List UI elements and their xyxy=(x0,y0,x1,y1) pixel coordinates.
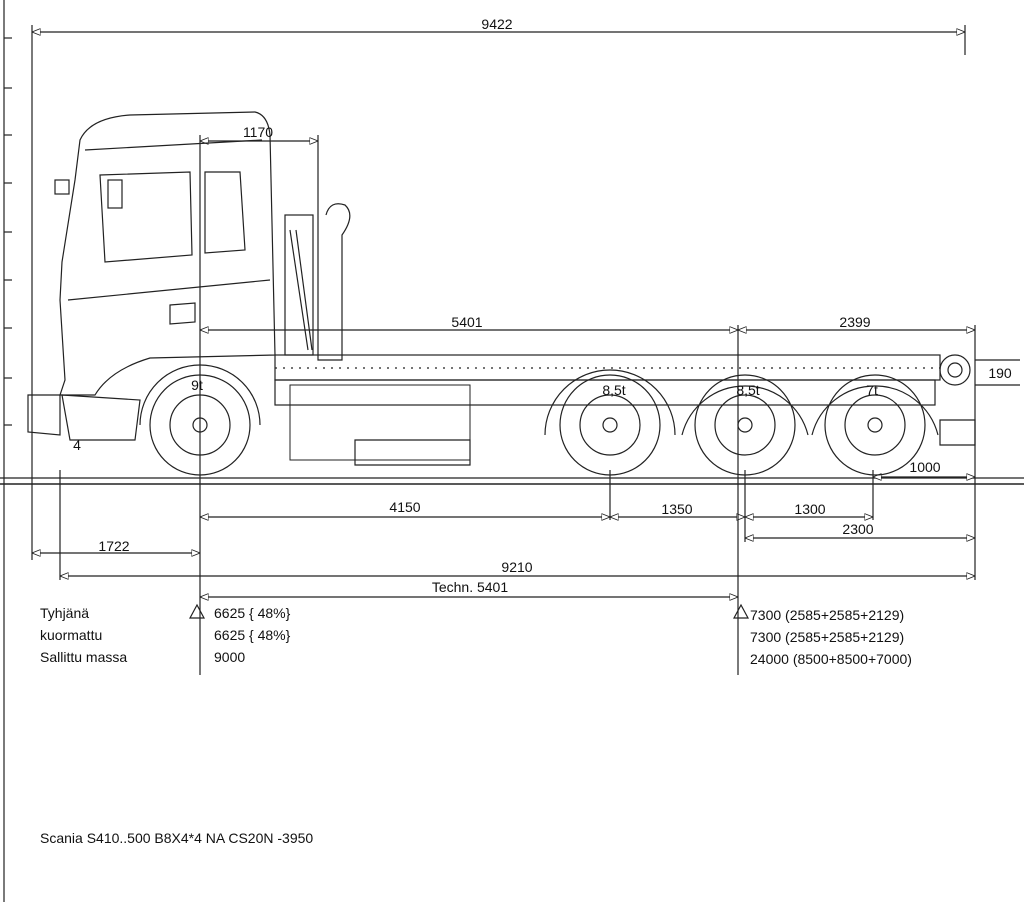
wheels xyxy=(139,364,939,476)
rear-axle-weights: 7300 (2585+2585+2129) 7300 (2585+2585+21… xyxy=(750,604,912,670)
front-weight: 6625 { 48%} xyxy=(214,605,291,621)
dim-rear-overhang-frame: 1000 xyxy=(909,459,940,475)
hook-lift xyxy=(284,203,351,361)
dim-body-length: 5401 xyxy=(451,314,482,330)
axle-load-3: 8,5t xyxy=(736,382,759,398)
axle-load-1: 9t xyxy=(191,377,203,393)
truck-cab xyxy=(27,111,276,441)
extension-lines xyxy=(31,25,1020,675)
chassis-frame xyxy=(274,354,976,466)
dim-technical-wheelbase: Techn. 5401 xyxy=(432,579,508,595)
model-designation: Scania S410..500 B8X4*4 NA CS20N -3950 xyxy=(40,830,314,846)
dim-rear-overhang: 2300 xyxy=(842,521,873,537)
rear-weight: 7300 (2585+2585+2129) xyxy=(750,629,905,645)
rear-weight: 24000 (8500+8500+7000) xyxy=(750,651,912,667)
dim-hitch-height: 190 xyxy=(988,365,1012,381)
axle-load-4: 7t xyxy=(866,382,878,398)
dim-wheelbase-1: 4150 xyxy=(389,499,420,515)
weight-label: Sallittu massa xyxy=(40,649,128,665)
load-triangle-icons xyxy=(188,603,750,619)
weight-label: kuormattu xyxy=(40,627,103,643)
axle-load-2: 8,5t xyxy=(602,382,625,398)
dim-cab-to-hook: 1170 xyxy=(243,124,273,140)
dim-front-overhang: 1722 xyxy=(98,538,129,554)
weight-labels: Tyhjänä kuormattu Sallittu massa xyxy=(40,602,127,668)
front-weight: 6625 { 48%} xyxy=(214,627,291,643)
cab-marker: 4 xyxy=(73,437,81,453)
dim-axle-spacing-2: 1300 xyxy=(794,501,825,517)
dimension-lines xyxy=(32,32,975,597)
dim-frame-length: 9210 xyxy=(501,559,532,575)
dim-axle-spacing-1: 1350 xyxy=(661,501,692,517)
front-axle-weights: 6625 { 48%} 6625 { 48%} 9000 xyxy=(214,602,290,668)
front-weight: 9000 xyxy=(214,649,246,665)
dim-rear-overhang-body: 2399 xyxy=(839,314,870,330)
weight-label: Tyhjänä xyxy=(40,605,90,621)
rear-weight: 7300 (2585+2585+2129) xyxy=(750,607,905,623)
dim-overall-length: 9422 xyxy=(481,16,512,32)
